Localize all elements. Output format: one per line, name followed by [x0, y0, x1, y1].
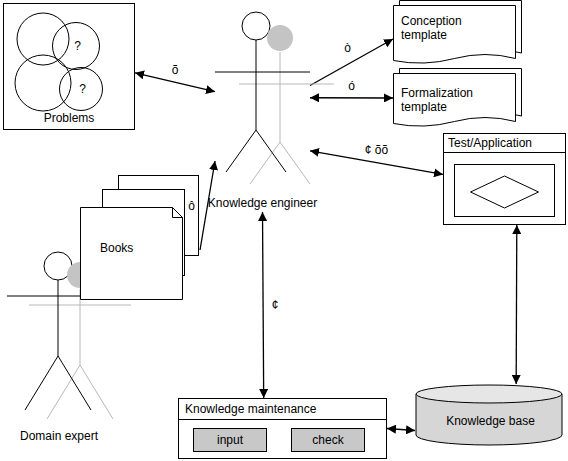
node-label: Test/Application — [448, 136, 561, 150]
node-label: Domain expert — [3, 429, 115, 443]
text-block: Knowledge maintenance — [179, 399, 386, 420]
node-label: Conception template — [401, 14, 510, 42]
node-label: Books — [100, 241, 133, 255]
text-block: Domain expert — [3, 429, 115, 443]
problem-circle: ? — [59, 67, 106, 111]
text-block: Test/Application — [444, 134, 565, 153]
text-block: check — [292, 433, 364, 447]
button: input — [193, 428, 267, 452]
maintenance-panel: Knowledge maintenance input check — [178, 398, 387, 459]
text-block: ? — [52, 39, 103, 53]
shape-outline — [80, 175, 200, 300]
edge-label: ó — [346, 79, 357, 93]
application-window: Test/Application — [443, 133, 566, 225]
text-block: Books — [100, 241, 133, 255]
edge-label: ¢ õõ — [363, 143, 390, 157]
edge-label: õ — [170, 63, 181, 77]
text-block: ? — [59, 82, 106, 96]
text-block: Knowledge engineer — [207, 196, 318, 210]
edge-label: ô — [186, 199, 197, 213]
text-block: input — [194, 433, 266, 447]
person-figure: Knowledge engineer — [215, 8, 310, 212]
connector-arrow — [387, 429, 415, 431]
edge-label: ¢ — [270, 298, 281, 312]
connector-arrow — [310, 97, 393, 99]
node-label: Knowledge maintenance — [185, 402, 380, 416]
node-label: check — [292, 433, 364, 447]
node-label: ? — [59, 82, 106, 96]
shape-outline — [4, 4, 134, 129]
connector-arrow — [516, 225, 518, 384]
database-cylinder: Knowledge base — [415, 384, 566, 446]
edge-label: ò — [342, 41, 353, 55]
node-label: Problems — [4, 111, 134, 125]
button: check — [291, 428, 365, 452]
problem-circle: ? — [52, 22, 103, 70]
text-block: Formalization template — [401, 86, 512, 114]
text-block: Problems — [4, 111, 134, 125]
shape-outline — [215, 8, 310, 212]
text-block: Conception template — [401, 14, 510, 42]
node-label: Knowledge engineer — [207, 196, 318, 210]
document-template: Formalization template — [393, 68, 522, 128]
node-label: Knowledge base — [415, 414, 566, 428]
node-label: ? — [52, 39, 103, 53]
problems-box: Problems?? — [3, 3, 135, 130]
document-template: Conception template — [393, 0, 522, 65]
text-block: Knowledge base — [415, 414, 566, 428]
connector-arrow — [263, 212, 264, 398]
node-label: input — [194, 433, 266, 447]
book-stack: Books — [80, 175, 200, 300]
node-label: Formalization template — [401, 86, 512, 114]
